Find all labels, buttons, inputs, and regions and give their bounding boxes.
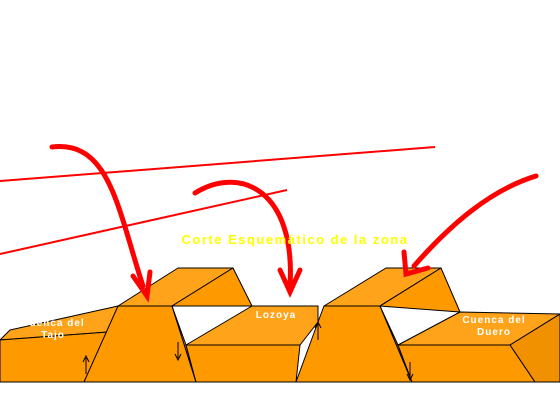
right-horst-back-side [379,267,461,313]
diagram-title: Corte Esquemático de la zona [181,232,409,247]
red-curved-arrows [49,144,539,303]
red-arrow-lozoya [192,179,303,299]
lozoya-label: Lozoya [255,310,297,321]
duero-basin-side [509,313,560,383]
left-horst-back-side [171,267,253,307]
fault-arrow-up-left [82,354,90,374]
duero-basin-label: Cuenca del Duero [462,315,526,338]
red-arrow-right-horst [401,173,539,278]
red-ray-upper [0,146,436,182]
fault-arrow-down-left [174,342,182,362]
fault-movement-arrows [82,320,414,382]
fault-arrow-down-right [406,362,414,382]
red-arrow-left-horst [49,144,153,303]
tajo-basin-label: Cuenca del Tajo [21,318,85,341]
fault-arrow-up-right [314,320,322,340]
terrain-blocks [0,267,560,383]
lozoya-valley-front [185,344,301,383]
red-ray-lower [0,189,288,255]
